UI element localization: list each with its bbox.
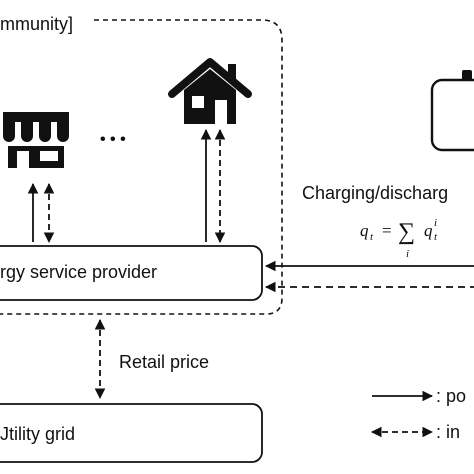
store-icon bbox=[3, 112, 69, 168]
community-label-bg bbox=[0, 10, 94, 32]
charging-formula: q t = ∑ i q i t bbox=[360, 217, 438, 260]
formula-lhs: q bbox=[360, 221, 369, 240]
battery-icon bbox=[430, 70, 474, 152]
legend-power-label: : po bbox=[436, 386, 466, 406]
community-label: mmunity] bbox=[0, 14, 73, 34]
formula-sum: ∑ bbox=[398, 219, 415, 245]
retail-price-label: Retail price bbox=[119, 352, 209, 372]
esp-label: rgy service provider bbox=[0, 262, 157, 282]
formula-rhs-sup: i bbox=[434, 217, 437, 229]
formula-lhs-sub: t bbox=[370, 231, 374, 243]
formula-sum-index: i bbox=[406, 248, 409, 260]
esp-box bbox=[0, 245, 263, 301]
legend: : po : in bbox=[370, 386, 466, 442]
formula-rhs: q bbox=[424, 221, 433, 240]
charging-label: Charging/discharg bbox=[302, 183, 448, 203]
formula-equals: = bbox=[382, 221, 392, 240]
utility-grid-box bbox=[0, 403, 263, 463]
legend-info-label: : in bbox=[436, 422, 460, 442]
ellipsis: • • • bbox=[100, 131, 126, 148]
house-icon bbox=[168, 58, 252, 124]
community-boundary bbox=[0, 19, 283, 315]
formula-rhs-sub: t bbox=[434, 231, 438, 243]
utility-grid-label: Jtility grid bbox=[0, 424, 75, 444]
